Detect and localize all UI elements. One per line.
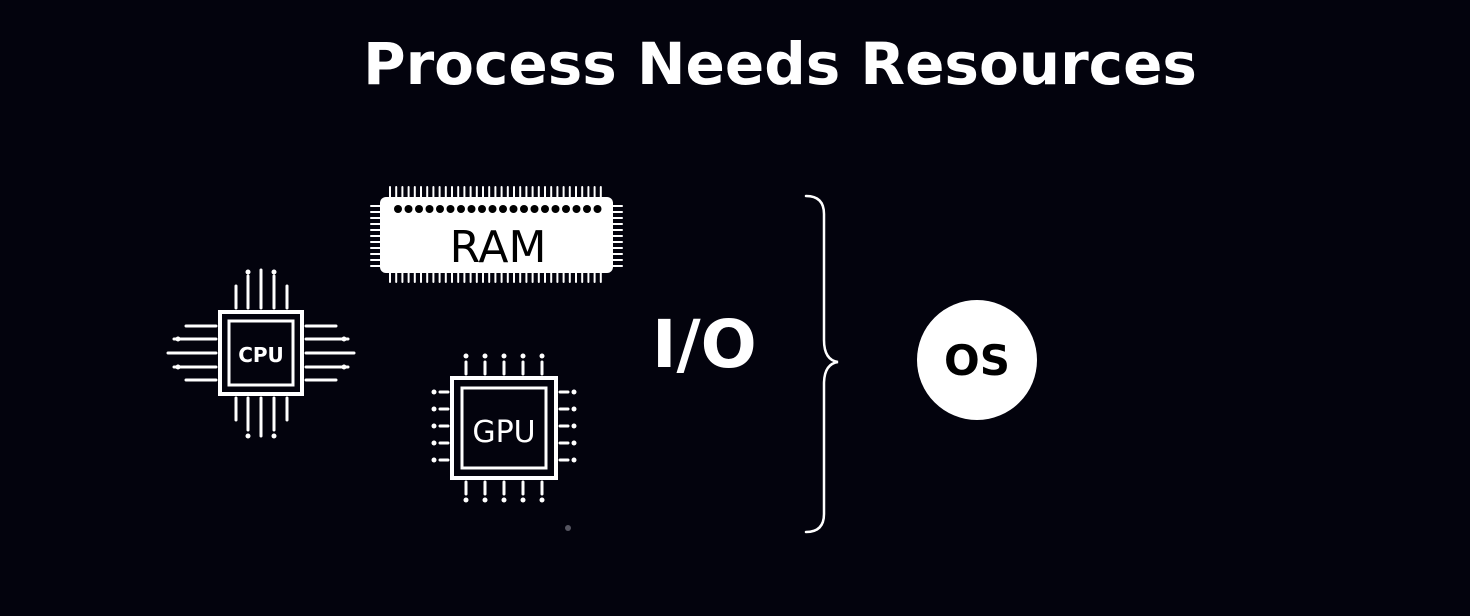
gpu-pin-dot [571, 389, 577, 395]
gpu-pin-dot [520, 353, 526, 359]
title-area: Process Needs Resources [0, 0, 1470, 120]
ram-left-pins [370, 205, 382, 267]
gpu-pin-dot [520, 497, 526, 503]
cpu-trace-dot [271, 433, 277, 439]
ram-hole [583, 205, 591, 213]
ram-hole [499, 205, 507, 213]
gpu-top-pins [463, 353, 545, 376]
gpu-pin-dot [431, 389, 437, 395]
ram-hole [457, 205, 465, 213]
ram-hole [478, 205, 486, 213]
gpu-pin-dot [571, 406, 577, 412]
gpu-icon: GPU [431, 353, 577, 503]
ram-hole [446, 205, 455, 213]
ram-hole [415, 205, 423, 213]
gpu-outer-frame [450, 376, 558, 480]
ram-hole [541, 205, 549, 213]
io-label: I/O [652, 306, 757, 383]
ram-icon: RAM [370, 186, 623, 283]
cpu-icon: CPU [166, 268, 356, 439]
ram-top-pins [389, 186, 602, 199]
ram-hole [562, 205, 570, 213]
gpu-pin-dot [571, 440, 577, 446]
cpu-inner-frame [227, 319, 295, 387]
gpu-pin-dot [431, 440, 437, 446]
ram-contact-holes [394, 205, 602, 213]
os-label: OS [944, 335, 1010, 385]
gpu-pin-dot [571, 457, 577, 463]
ram-label: RAM [450, 222, 547, 273]
cpu-trace-dot [175, 364, 181, 370]
cpu-top-traces [234, 268, 289, 310]
ram-hole [520, 205, 528, 213]
gpu-right-pins [558, 389, 577, 463]
gpu-left-pins [431, 389, 450, 463]
cpu-left-traces [166, 324, 218, 382]
cpu-trace-dot [341, 364, 347, 370]
gpu-pin-dot [501, 497, 507, 503]
slide-title: Process Needs Resources [363, 30, 1197, 98]
gpu-bottom-pins [463, 480, 545, 503]
gpu-pin-dot [431, 406, 437, 412]
gpu-label: GPU [472, 415, 535, 450]
ram-hole [530, 205, 539, 213]
ram-hole [425, 205, 434, 213]
gpu-pin-dot [463, 353, 469, 359]
ram-hole [394, 205, 402, 213]
gpu-pin-dot [431, 457, 437, 463]
ram-bottom-pins [389, 271, 602, 283]
right-curly-brace [804, 194, 839, 534]
cpu-outer-frame [218, 310, 304, 396]
cpu-right-traces [304, 324, 356, 382]
cpu-label: CPU [238, 343, 284, 367]
ram-hole [509, 205, 518, 213]
gpu-inner-frame [460, 386, 548, 470]
ram-hole [467, 205, 476, 213]
ram-right-pins [611, 205, 623, 267]
ram-body [380, 197, 613, 273]
os-circle: OS [917, 300, 1037, 420]
cpu-trace-dot [341, 336, 347, 342]
gpu-pin-dot [431, 423, 437, 429]
cpu-trace-dot [245, 433, 251, 439]
ram-hole [404, 205, 413, 213]
cpu-trace-dot [175, 336, 181, 342]
ram-hole [572, 205, 581, 213]
ram-hole [488, 205, 497, 213]
cpu-trace-dot [271, 269, 277, 275]
gpu-pin-dot [482, 497, 488, 503]
gpu-pin-dot [571, 423, 577, 429]
ram-hole [436, 205, 444, 213]
gpu-pin-dot [539, 353, 545, 359]
ram-hole [593, 205, 602, 213]
gpu-pin-dot [463, 497, 469, 503]
cpu-trace-dot [245, 269, 251, 275]
gpu-pin-dot [482, 353, 488, 359]
cpu-bottom-traces [234, 396, 289, 439]
gpu-pin-dot [539, 497, 545, 503]
speck [565, 525, 571, 531]
ram-hole [551, 205, 560, 213]
gpu-pin-dot [501, 353, 507, 359]
